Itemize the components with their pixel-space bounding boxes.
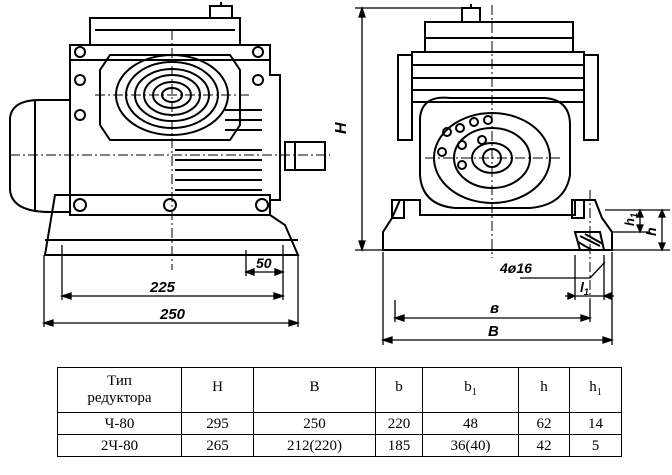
table-header-row: Тип редуктора H B b b1 h h1 [57,367,622,413]
output-shaft [284,141,326,171]
wheel-cover [99,54,241,141]
table-cell: 265 [181,434,254,457]
dim-l1: l1 [580,279,589,297]
header-b1: b1 [422,367,519,413]
table-cell: 48 [422,412,519,435]
table-cell: 36(40) [422,434,519,457]
header-type: Тип редуктора [57,367,182,413]
dim-h: h [643,227,659,236]
dim-225: 225 [149,279,176,296]
table-row: 2Ч-80 265 212(220) 185 36(40) 42 5 [57,434,622,457]
dim-50: 50 [256,255,272,271]
table-cell: 220 [375,412,423,435]
table-cell: 62 [518,412,570,435]
spec-table: Тип редуктора H B b b1 h h1 Ч-80 295 250… [57,367,622,457]
front-flange [419,96,571,209]
dim-holes: 4ø16 [499,260,532,276]
dim-H: H [333,122,350,134]
front-view [382,4,613,251]
top-cover [89,17,241,46]
table-cell: 42 [518,434,570,457]
dim-b: в [490,300,499,317]
header-b: b [375,367,423,413]
dim-B: B [488,323,499,340]
side-dimensions [41,245,301,327]
front-dimensions [355,5,670,345]
gear-reducer-drawing: 225 250 50 H h1 h 4ø16 l1 в B [9,2,670,345]
table-cell: 250 [253,412,376,435]
side-view [9,2,326,256]
header-B: B [253,367,376,413]
table-cell: 212(220) [253,434,376,457]
table-cell: Ч-80 [57,412,182,435]
header-h1: h1 [569,367,622,413]
dim-h1: h1 [622,213,639,226]
header-H: H [181,367,254,413]
housing-outline [69,44,281,216]
table-row: Ч-80 295 250 220 48 62 14 [57,412,622,435]
table-cell: 295 [181,412,254,435]
table-cell: 5 [569,434,622,457]
table-cell: 185 [375,434,423,457]
table-cell: 2Ч-80 [57,434,182,457]
dim-250: 250 [159,306,186,323]
table-cell: 14 [569,412,622,435]
header-h: h [518,367,570,413]
